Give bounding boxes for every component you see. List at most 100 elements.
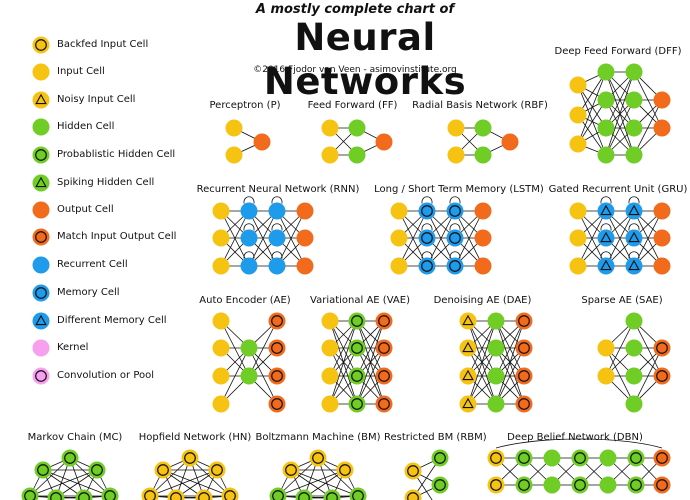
perceptron-cell bbox=[225, 146, 243, 164]
dae-cell bbox=[515, 312, 533, 330]
title-rbf: Radial Basis Network (RBF) bbox=[412, 100, 548, 111]
gru-loop bbox=[628, 223, 640, 231]
bm-edge bbox=[317, 457, 359, 497]
title-dae: Denoising AE (DAE) bbox=[433, 295, 532, 306]
lstm-loop bbox=[449, 196, 461, 204]
dbn-cell bbox=[487, 476, 505, 494]
dff-cell bbox=[625, 146, 643, 164]
dff-edge bbox=[633, 99, 663, 156]
title-lstm: Long / Short Term Memory (LSTM) bbox=[374, 184, 544, 195]
rbm-cell bbox=[431, 449, 449, 467]
dff-edge bbox=[577, 99, 607, 145]
gru-cell bbox=[653, 229, 671, 247]
dbn-cell bbox=[653, 476, 671, 494]
dbn-arc bbox=[495, 438, 663, 449]
ae-cell bbox=[268, 312, 286, 330]
dff-cell bbox=[625, 63, 643, 81]
mc-edge bbox=[29, 457, 71, 497]
legend-label-backfed-input: Backfed Input Cell bbox=[57, 39, 149, 50]
dbn-cell bbox=[627, 476, 645, 494]
gru-cell bbox=[653, 257, 671, 275]
mc-cell bbox=[88, 461, 106, 479]
vae-cell bbox=[348, 367, 366, 385]
lstm-loop bbox=[421, 251, 433, 259]
rbf-cell bbox=[474, 146, 492, 164]
dbn-cell bbox=[571, 449, 589, 467]
title-dff: Deep Feed Forward (DFF) bbox=[554, 46, 682, 57]
dbn-cell bbox=[515, 449, 533, 467]
lstm-loop bbox=[449, 223, 461, 231]
lstm-edge bbox=[398, 210, 428, 267]
ae-cell bbox=[268, 395, 286, 413]
rnn-loop bbox=[271, 223, 283, 231]
lstm-cell bbox=[474, 257, 492, 275]
legend-swatch-0 bbox=[32, 36, 50, 54]
vae-cell bbox=[375, 312, 393, 330]
lstm-cell bbox=[418, 229, 436, 247]
lstm-cell bbox=[446, 229, 464, 247]
vae-edge bbox=[356, 320, 385, 405]
legend-label-output: Output Cell bbox=[57, 204, 114, 215]
title-rnn: Recurrent Neural Network (RNN) bbox=[196, 184, 360, 195]
mc-cell bbox=[101, 487, 119, 500]
vae-cell bbox=[375, 367, 393, 385]
rnn-loop bbox=[271, 196, 283, 204]
dff-cell bbox=[597, 63, 615, 81]
vae-cell bbox=[348, 312, 366, 330]
vae-edge bbox=[329, 320, 358, 405]
dbn-cell bbox=[487, 449, 505, 467]
rnn-loop bbox=[243, 196, 255, 204]
dff-cell bbox=[653, 91, 671, 109]
title-ae: Auto Encoder (AE) bbox=[199, 295, 291, 306]
ae-cell bbox=[212, 339, 230, 357]
dff-cell bbox=[569, 76, 587, 94]
dae-cell bbox=[459, 395, 477, 413]
sae-cell bbox=[625, 367, 643, 385]
dae-edge bbox=[467, 320, 497, 377]
ae-edge bbox=[248, 320, 278, 377]
dae-cell bbox=[515, 395, 533, 413]
gru-cell bbox=[597, 257, 615, 275]
dae-cell bbox=[459, 339, 477, 357]
title-hopfield: Hopfield Network (HN) bbox=[138, 432, 252, 443]
perceptron-cell bbox=[225, 119, 243, 137]
rbm-cell bbox=[431, 476, 449, 494]
chart-credit: ©2016 Fjodor van Veen - asimovinstitute.… bbox=[253, 65, 457, 75]
title-perceptron: Perceptron (P) bbox=[209, 100, 281, 111]
rbf-cell bbox=[474, 119, 492, 137]
title-sae: Sparse AE (SAE) bbox=[581, 295, 663, 306]
rnn-cell bbox=[296, 229, 314, 247]
rnn-cell bbox=[212, 257, 230, 275]
rnn-cell bbox=[296, 202, 314, 220]
dae-edge bbox=[467, 347, 497, 405]
legend-label-different-memory: Different Memory Cell bbox=[57, 315, 167, 326]
rnn-cell bbox=[212, 229, 230, 247]
legend-swatch-2 bbox=[32, 91, 50, 109]
hn-edge bbox=[162, 469, 231, 497]
gru-cell bbox=[625, 229, 643, 247]
legend-label-input: Input Cell bbox=[57, 66, 105, 77]
sae-edge bbox=[605, 320, 635, 377]
legend-swatch-5 bbox=[32, 174, 50, 192]
gru-loop bbox=[628, 196, 640, 204]
title-feed-forward: Feed Forward (FF) bbox=[307, 100, 398, 111]
vae-cell bbox=[321, 395, 339, 413]
ae-cell bbox=[212, 367, 230, 385]
ff-cell bbox=[348, 146, 366, 164]
vae-cell bbox=[348, 395, 366, 413]
dff-cell bbox=[597, 119, 615, 137]
rnn-edge bbox=[220, 210, 250, 267]
gru-loop bbox=[600, 196, 612, 204]
ae-cell bbox=[212, 312, 230, 330]
vae-edge bbox=[329, 320, 358, 377]
vae-cell bbox=[375, 395, 393, 413]
rnn-cell bbox=[268, 202, 286, 220]
lstm-loop bbox=[421, 223, 433, 231]
dff-cell bbox=[653, 119, 671, 137]
bm-edge bbox=[277, 457, 319, 497]
dff-cell bbox=[597, 146, 615, 164]
gru-cell bbox=[597, 229, 615, 247]
ff-cell bbox=[375, 133, 393, 151]
ae-cell bbox=[268, 339, 286, 357]
mc-cell bbox=[34, 461, 52, 479]
